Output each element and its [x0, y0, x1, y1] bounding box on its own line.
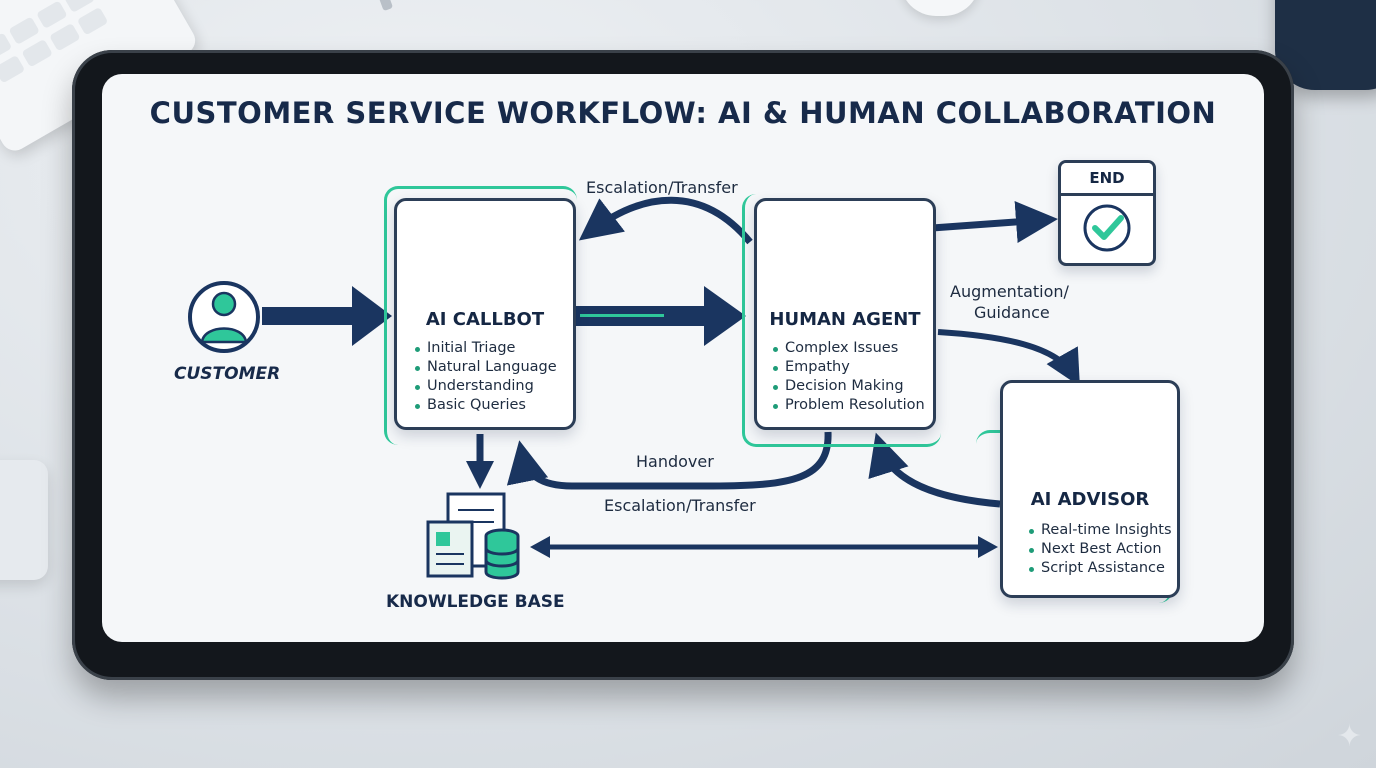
ai-callbot-bullets: Initial Triage Natural Language Understa… — [415, 339, 557, 415]
knowledge-base-icon — [426, 492, 520, 580]
bullet: Script Assistance — [1029, 559, 1172, 578]
bullet: Problem Resolution — [773, 396, 925, 415]
human-agent-card: HUMAN AGENT Complex Issues Empathy Decis… — [754, 198, 936, 430]
bullet: Empathy — [773, 358, 925, 377]
callbot-glow — [384, 186, 577, 445]
ai-advisor-title: AI ADVISOR — [1030, 489, 1150, 510]
bullet: Next Best Action — [1029, 540, 1172, 559]
ai-advisor-card: AI ADVISOR Real-time Insights Next Best … — [1000, 380, 1180, 598]
escalation-top-label: Escalation/Transfer — [586, 178, 738, 197]
augmentation-label-line2: Guidance — [974, 303, 1050, 322]
ai-callbot-card: AI CALLBOT Initial Triage Natural Langua… — [394, 198, 576, 430]
arrow-callbot-to-agent — [574, 286, 746, 346]
arrow-handover — [506, 431, 832, 490]
end-card: END — [1058, 160, 1156, 266]
arrow-agent-to-end — [931, 201, 1058, 243]
check-icon — [1083, 204, 1131, 252]
arrow-advisor-to-agent — [868, 432, 1001, 508]
agent-glow — [742, 194, 941, 447]
bullet: Complex Issues — [773, 339, 925, 358]
customer-icon — [188, 281, 260, 353]
human-agent-bullets: Complex Issues Empathy Decision Making P… — [773, 339, 925, 415]
bullet-continuation: Understanding — [427, 378, 534, 394]
bullet: Natural Language — [415, 358, 557, 377]
tablet-screen: CUSTOMER SERVICE WORKFLOW: AI & HUMAN CO… — [102, 74, 1264, 642]
bullet: Understanding — [415, 377, 557, 396]
mouse — [900, 0, 980, 16]
arrow-customer-to-callbot — [262, 286, 392, 346]
arrow-knowledge-advisor — [530, 536, 998, 558]
escalation-bottom-label: Escalation/Transfer — [604, 496, 756, 515]
pencil — [376, 0, 394, 12]
bullet: Basic Queries — [415, 396, 557, 415]
handover-label: Handover — [636, 452, 714, 471]
human-agent-title: HUMAN AGENT — [769, 309, 921, 330]
augmentation-label-line1: Augmentation/ — [950, 282, 1069, 301]
diagram-title: CUSTOMER SERVICE WORKFLOW: AI & HUMAN CO… — [149, 96, 1217, 130]
bullet: Real-time Insights — [1029, 521, 1172, 540]
sparkle-icon: ✦ — [1336, 719, 1362, 754]
arrow-escalation-top — [578, 196, 753, 245]
knowledge-base-label: KNOWLEDGE BASE — [386, 592, 565, 612]
bullet: Initial Triage — [415, 339, 557, 358]
ai-callbot-title: AI CALLBOT — [425, 309, 545, 330]
phone — [0, 460, 48, 580]
customer-label: CUSTOMER — [174, 364, 281, 384]
flow-arrows — [188, 196, 1124, 580]
bullet: Decision Making — [773, 377, 925, 396]
end-label: END — [1061, 163, 1153, 196]
arrow-augmentation — [937, 329, 1080, 387]
ai-advisor-bullets: Real-time Insights Next Best Action Scri… — [1029, 521, 1172, 578]
mug — [1275, 0, 1376, 90]
